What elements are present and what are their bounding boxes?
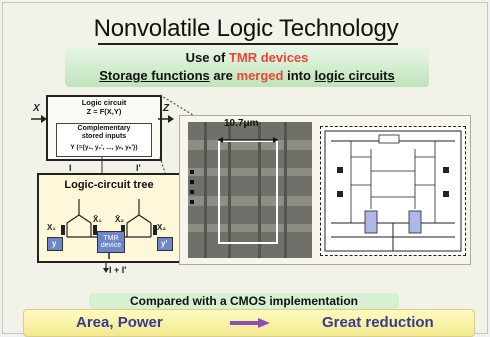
dimension-arrow-icon	[218, 137, 278, 143]
headline-prefix: Use of	[185, 50, 229, 65]
complementary-line1: Complementary	[77, 125, 131, 132]
current-sum-label: I + I'	[109, 265, 127, 275]
circuit-schematic	[320, 126, 466, 256]
complementary-label: Complementary stored inputs	[57, 125, 151, 141]
x2-label: X₂	[157, 223, 166, 232]
dimension-label: 10.7μm	[224, 118, 259, 129]
tmr-y-device: y	[47, 237, 63, 251]
title-underline	[98, 43, 398, 45]
logic-circuit-tree: Logic-circuit tree X₁ X̄₁ X̄₂ X₂	[37, 173, 181, 263]
current-i-prime-label: I'	[136, 163, 141, 173]
headline-storage: Storage functions	[99, 68, 210, 83]
chip-micrograph-panel: 10.7μm	[179, 115, 471, 265]
x1-label: X₁	[47, 223, 56, 232]
sum-arrow-icon	[103, 261, 109, 273]
x2-bar-label: X̄₂	[115, 215, 124, 224]
slide-title: Nonvolatile Logic Technology	[93, 15, 399, 42]
chip-micrograph-image	[188, 122, 312, 258]
headline-merged: merged	[236, 68, 284, 83]
area-power-label: Area, Power	[76, 314, 163, 331]
headline-box: Use of TMR devices Storage functions are…	[65, 47, 429, 87]
input-x-label: X	[33, 103, 40, 114]
current-i-label: I	[69, 163, 72, 173]
cmos-comparison-text: Compared with a CMOS implementation	[129, 294, 359, 308]
stored-inputs-set: Y (={y₁, y₁', ..., yₙ, yₙ'})	[70, 144, 138, 151]
tmr-device-label: TMR device	[100, 235, 122, 249]
complementary-inputs-box: Complementary stored inputs Y (={y₁, y₁'…	[56, 123, 152, 157]
input-arrow-icon	[31, 115, 47, 123]
output-arrow-icon	[158, 115, 174, 123]
headline-line-1: Use of TMR devices	[65, 50, 429, 65]
headline-are: are	[209, 68, 237, 83]
right-arrow-icon	[230, 318, 270, 328]
x1-bar-label: X̄₁	[93, 215, 102, 224]
logic-circuit-title: Logic circuit Z = F(X,Y)	[48, 98, 160, 116]
tmr-y-prime-device: y'	[157, 237, 173, 251]
complementary-line2: stored inputs	[81, 133, 127, 140]
great-reduction-label: Great reduction	[322, 314, 434, 331]
logic-tree-title: Logic-circuit tree	[64, 179, 154, 191]
headline-line-2: Storage functions are merged into logic …	[65, 68, 429, 83]
headline-highlight-tmr: TMR devices	[228, 50, 309, 65]
headline-into: into	[283, 68, 315, 83]
highlight-region	[218, 140, 278, 244]
logic-circuit-title-line1: Logic circuit	[81, 98, 127, 107]
output-z-label: Z	[163, 103, 170, 114]
schematic-drawing	[324, 130, 462, 252]
y-right-label: y'	[161, 239, 168, 248]
tmr-device: TMR device	[97, 231, 125, 253]
logic-circuit-title-line2: Z = F(X,Y)	[86, 107, 122, 116]
result-box: Area, Power Great reduction	[23, 309, 475, 337]
cmos-comparison-box: Compared with a CMOS implementation	[89, 293, 399, 309]
y-left-label: y	[52, 239, 57, 248]
logic-circuit-box: Logic circuit Z = F(X,Y) Complementary s…	[46, 95, 162, 161]
headline-logic: logic circuits	[314, 68, 395, 83]
